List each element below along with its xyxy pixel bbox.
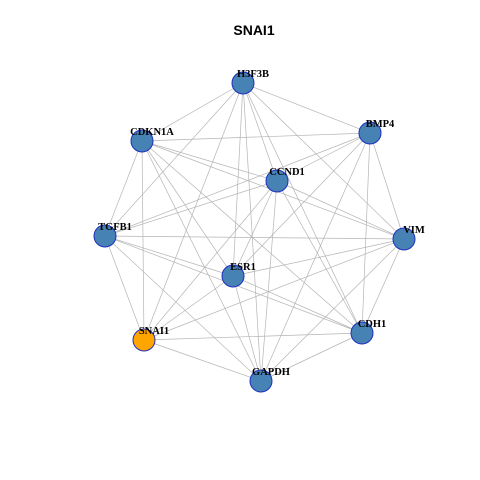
edge-bmp4-cdkn1a <box>141 132 371 142</box>
edge-h3f3b-vim <box>242 82 405 240</box>
node-layer <box>93 71 416 393</box>
edge-cdkn1a-ccnd1 <box>141 140 278 182</box>
edge-vim-esr1 <box>232 238 405 277</box>
edge-cdkn1a-cdh1 <box>141 140 363 334</box>
edge-snai1-gapdh <box>143 339 262 382</box>
edge-cdkn1a-esr1 <box>141 140 234 277</box>
node-label-h3f3b: H3F3B <box>237 69 269 80</box>
graph-title: SNAI1 <box>233 22 274 38</box>
node-label-snai1: SNAI1 <box>139 326 169 337</box>
edge-esr1-snai1 <box>143 275 234 341</box>
edge-vim-snai1 <box>143 238 405 341</box>
node-gapdh[interactable] <box>249 369 273 393</box>
edge-h3f3b-gapdh <box>242 82 262 382</box>
edge-cdkn1a-gapdh <box>141 140 262 382</box>
node-ccnd1[interactable] <box>265 169 289 193</box>
edge-vim-cdh1 <box>361 238 405 334</box>
node-vim[interactable] <box>392 227 416 251</box>
edge-bmp4-vim <box>369 132 405 240</box>
edge-esr1-cdh1 <box>232 275 363 334</box>
edge-cdh1-gapdh <box>260 332 363 382</box>
node-label-gapdh: GAPDH <box>252 367 290 378</box>
edge-h3f3b-cdh1 <box>242 82 363 334</box>
node-cdh1[interactable] <box>350 321 374 345</box>
edge-cdkn1a-tgfb1 <box>104 140 143 237</box>
node-esr1[interactable] <box>221 264 245 288</box>
edge-ccnd1-vim <box>276 180 405 240</box>
edge-cdkn1a-snai1 <box>141 140 145 341</box>
edge-vim-gapdh <box>260 238 405 382</box>
edge-ccnd1-esr1 <box>232 180 278 277</box>
node-bmp4[interactable] <box>358 121 382 145</box>
node-label-bmp4: BMP4 <box>366 119 395 130</box>
edge-snai1-cdh1 <box>143 332 363 341</box>
edge-h3f3b-cdkn1a <box>141 82 244 142</box>
edge-bmp4-tgfb1 <box>104 132 371 237</box>
edge-tgfb1-gapdh <box>104 235 262 382</box>
edge-esr1-gapdh <box>232 275 262 382</box>
edge-tgfb1-snai1 <box>104 235 145 341</box>
node-label-ccnd1: CCND1 <box>269 167 305 178</box>
edge-ccnd1-gapdh <box>260 180 278 382</box>
node-snai1[interactable] <box>132 328 156 352</box>
edge-h3f3b-bmp4 <box>242 82 371 134</box>
node-h3f3b[interactable] <box>231 71 255 95</box>
edge-h3f3b-ccnd1 <box>242 82 278 182</box>
edge-bmp4-cdh1 <box>361 132 371 334</box>
node-label-vim: VIM <box>403 225 425 236</box>
edge-h3f3b-snai1 <box>143 82 244 341</box>
edge-layer <box>104 82 405 382</box>
node-label-esr1: ESR1 <box>230 262 256 273</box>
node-tgfb1[interactable] <box>93 224 117 248</box>
edge-bmp4-gapdh <box>260 132 371 382</box>
edge-h3f3b-tgfb1 <box>104 82 244 237</box>
edge-ccnd1-snai1 <box>143 180 278 341</box>
edge-h3f3b-esr1 <box>232 82 244 277</box>
node-label-cdkn1a: CDKN1A <box>130 127 174 138</box>
node-cdkn1a[interactable] <box>130 129 154 153</box>
node-label-tgfb1: TGFB1 <box>98 222 132 233</box>
edge-bmp4-esr1 <box>232 132 371 277</box>
edge-tgfb1-vim <box>104 235 405 240</box>
edge-ccnd1-tgfb1 <box>104 180 278 237</box>
edge-tgfb1-esr1 <box>104 235 234 277</box>
edge-bmp4-ccnd1 <box>276 132 371 182</box>
node-label-cdh1: CDH1 <box>358 319 387 330</box>
